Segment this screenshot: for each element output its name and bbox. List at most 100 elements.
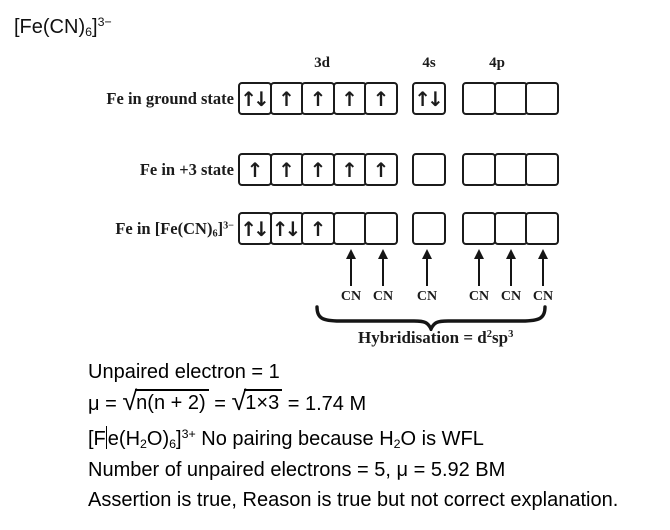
text-segment: O is WFL bbox=[400, 428, 484, 450]
orbital-box: ↑ bbox=[269, 82, 304, 115]
text-segment: sp bbox=[492, 328, 509, 347]
text-segment: 6 bbox=[85, 25, 93, 40]
text-segment: [Fe(CN) bbox=[14, 16, 86, 38]
sqrt-icon: √ bbox=[122, 386, 138, 416]
4s-box-group-fe-cn6 bbox=[412, 212, 446, 245]
orbital-header-4p: 4p bbox=[489, 55, 505, 71]
ligand-unit-5: CN bbox=[494, 249, 528, 305]
text-segment: 3− bbox=[223, 220, 234, 232]
text-segment: O) bbox=[146, 428, 170, 450]
orbital-header-3d: 3d bbox=[314, 55, 330, 71]
text-cursor bbox=[105, 426, 108, 449]
4s-box-group-fe3-state bbox=[412, 153, 446, 186]
text-segment: 3 bbox=[508, 329, 514, 341]
orbital-row-label-fe-cn6: Fe in [Fe(CN)6]3− bbox=[54, 212, 234, 245]
single-electron-icon: ↑ bbox=[309, 216, 327, 241]
text-segment: [F bbox=[88, 428, 106, 450]
ligand-unit-3: CN bbox=[410, 249, 444, 305]
formula-lead: μ = bbox=[88, 393, 123, 415]
3d-box-group-fe-cn6: ↑↓↑↓ ↑ bbox=[238, 212, 398, 245]
paired-electrons-icon: ↑↓ bbox=[271, 216, 301, 241]
orbital-box: ↑ bbox=[301, 153, 335, 186]
text-segment: ] bbox=[92, 16, 98, 38]
4p-box-group-ground-state bbox=[462, 82, 559, 115]
hybridisation-label: Hybridisation = d2sp3 bbox=[358, 328, 513, 348]
single-electron-icon: ↑ bbox=[372, 86, 390, 111]
single-electron-icon: ↑ bbox=[246, 157, 264, 182]
text-segment: Fe in [Fe(CN) bbox=[115, 219, 213, 238]
text-segment: No pairing because H bbox=[195, 428, 394, 450]
assertion-reason-line: Assertion is true, Reason is true but no… bbox=[88, 489, 619, 511]
text-segment: 2 bbox=[393, 437, 401, 452]
orbital-box bbox=[462, 153, 496, 186]
sqrt-icon: √ bbox=[231, 386, 247, 416]
ligand-unit-6: CN bbox=[526, 249, 560, 305]
ligand-label: CN bbox=[340, 289, 362, 304]
underbrace-icon bbox=[315, 305, 547, 331]
orbital-box bbox=[525, 82, 559, 115]
orbital-box: ↑↓ bbox=[269, 212, 304, 245]
orbital-box: ↑↓ bbox=[238, 212, 272, 245]
mu-formula-line: μ = √n(n + 2) = √1×3 = 1.74 M bbox=[88, 386, 367, 418]
4p-box-group-fe-cn6 bbox=[462, 212, 559, 245]
text-segment: Hybridisation = d bbox=[358, 328, 487, 347]
up-arrow-icon bbox=[538, 249, 548, 259]
radicand-2: 1×3 bbox=[244, 389, 283, 416]
orbital-box bbox=[525, 212, 559, 245]
single-electron-icon: ↑ bbox=[309, 157, 327, 182]
single-electron-icon: ↑ bbox=[309, 86, 327, 111]
complex-formula-title: [Fe(CN)6]3− bbox=[14, 16, 112, 39]
orbital-box: ↑ bbox=[332, 82, 367, 115]
orbital-box: ↑ bbox=[332, 153, 367, 186]
up-arrow-shaft bbox=[350, 259, 352, 286]
orbital-box bbox=[412, 212, 446, 245]
single-electron-icon: ↑ bbox=[278, 157, 295, 182]
single-electron-icon: ↑ bbox=[278, 86, 295, 111]
ligand-label: CN bbox=[500, 289, 522, 304]
unpaired-electron-line: Unpaired electron = 1 bbox=[88, 361, 280, 383]
up-arrow-shaft bbox=[478, 259, 480, 286]
ligand-unit-1: CN bbox=[334, 249, 368, 305]
ligand-label: CN bbox=[416, 289, 438, 304]
orbital-box: ↑ bbox=[301, 212, 335, 245]
up-arrow-icon bbox=[474, 249, 484, 259]
3d-box-group-ground-state: ↑↓↑↑↑↑ bbox=[238, 82, 398, 115]
text-segment: 6 bbox=[212, 228, 218, 240]
orbital-box: ↑↓ bbox=[238, 82, 272, 115]
up-arrow-shaft bbox=[426, 259, 428, 286]
formula-equals: = bbox=[208, 393, 232, 415]
up-arrow-shaft bbox=[510, 259, 512, 286]
radical-1: √n(n + 2) bbox=[122, 386, 209, 416]
ligand-unit-4: CN bbox=[462, 249, 496, 305]
paired-electrons-icon: ↑↓ bbox=[414, 86, 443, 111]
orbital-box bbox=[462, 82, 496, 115]
up-arrow-shaft bbox=[542, 259, 544, 286]
formula-result: = 1.74 M bbox=[282, 393, 367, 415]
unpaired-count-line: Number of unpaired electrons = 5, μ = 5.… bbox=[88, 457, 505, 484]
single-electron-icon: ↑ bbox=[372, 157, 390, 182]
text-segment: 6 bbox=[169, 437, 177, 452]
single-electron-icon: ↑ bbox=[341, 86, 358, 111]
orbital-box: ↑ bbox=[238, 153, 272, 186]
text-segment: Fe in ground state bbox=[106, 89, 234, 108]
orbital-row-label-ground-state: Fe in ground state bbox=[54, 82, 234, 115]
up-arrow-icon bbox=[378, 249, 388, 259]
text-segment: 3− bbox=[97, 15, 112, 30]
single-electron-icon: ↑ bbox=[341, 157, 358, 182]
text-segment: 2 bbox=[140, 437, 147, 452]
3d-box-group-fe3-state: ↑ ↑ ↑ ↑ ↑ bbox=[238, 153, 398, 186]
ligand-label: CN bbox=[468, 289, 490, 304]
orbital-box bbox=[332, 212, 367, 245]
orbital-row-label-fe3-state: Fe in +3 state bbox=[54, 153, 234, 186]
orbital-box: ↑ bbox=[269, 153, 304, 186]
orbital-box: ↑↓ bbox=[412, 82, 446, 115]
up-arrow-shaft bbox=[382, 259, 384, 286]
ligand-label: CN bbox=[532, 289, 554, 304]
text-segment: ] bbox=[176, 428, 182, 450]
up-arrow-icon bbox=[422, 249, 432, 259]
radicand-1: n(n + 2) bbox=[135, 389, 209, 416]
orbital-box bbox=[525, 153, 559, 186]
ligand-unit-2: CN bbox=[366, 249, 400, 305]
orbital-diagram: 3d 4s 4p Fe in ground state ↑↓↑↑↑↑ ↑↓ Fe… bbox=[54, 55, 560, 348]
